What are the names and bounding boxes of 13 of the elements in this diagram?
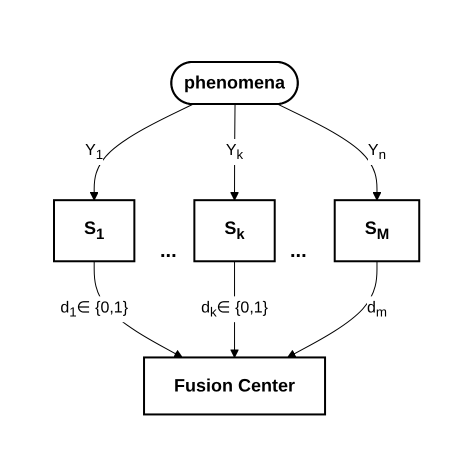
node-box: S$_{k}$ [194,198,276,262]
arrow [278,104,382,200]
arrow [90,104,194,200]
edge-label: d$_{m}$ [367,299,388,320]
edge-label: Y$_{1}$ [86,142,104,162]
node-box: Fusion Center [143,356,326,416]
arrow [288,260,378,358]
edge-label: d$_{k}$∈ {0,1} [201,299,268,320]
node-box: S$_{1}$ [53,198,136,262]
node-box: S$_{M}$ [334,198,421,262]
edge-label: Y$_{k}$ [226,142,244,162]
edge-label: Y$_{n}$ [368,142,386,162]
edge-label: d$_{1}$∈ {0,1} [60,299,128,320]
